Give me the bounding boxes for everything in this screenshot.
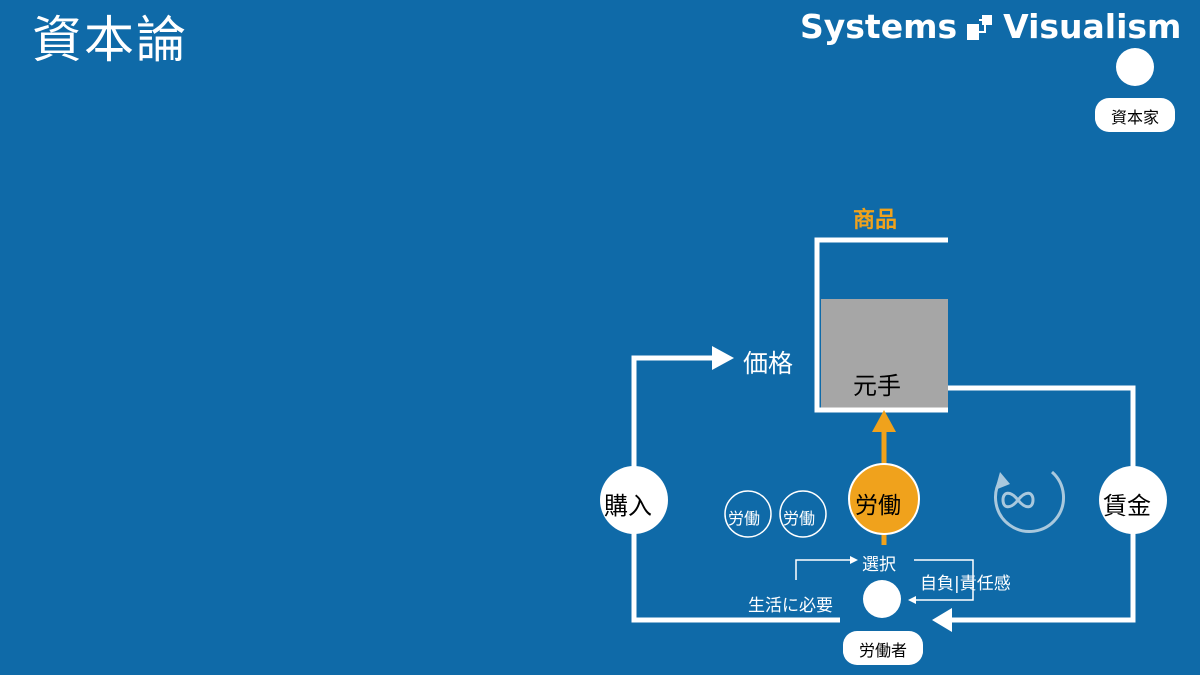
responsibility-label: 自負|責任感 <box>920 574 1011 594</box>
necessity-to-choice-arrowhead <box>850 556 858 564</box>
stock-fill <box>821 299 948 410</box>
labor-inflow-arrowhead <box>872 410 896 432</box>
capitalist-label: 資本家 <box>1095 104 1175 128</box>
wage-node <box>1099 466 1167 534</box>
system-blocks-icon <box>965 11 995 41</box>
price-label: 価格 <box>743 349 794 378</box>
necessity-to-choice-line <box>795 559 852 580</box>
choice-to-responsibility-line <box>914 559 974 601</box>
slide-title: 資本論 <box>32 11 188 69</box>
wage-flow-arrowhead <box>932 608 952 632</box>
worker-label: 労働者 <box>843 637 923 661</box>
labor-small-node-2 <box>779 490 827 538</box>
stock-label: 元手 <box>853 372 901 400</box>
choice-label: 選択 <box>862 555 896 575</box>
necessity-label: 生活に必要 <box>748 596 833 616</box>
labor-small-node-1 <box>724 490 772 538</box>
purchase-node <box>600 466 668 534</box>
stock-container <box>814 237 948 413</box>
responsibility-to-worker-arrowhead <box>908 596 916 604</box>
labor-small-label-1: 労働 <box>728 509 761 528</box>
purchase-flow-arrowhead <box>712 346 734 370</box>
infinity-loop-icon <box>994 470 1066 534</box>
brand-word-visualism: Visualism <box>1003 6 1182 46</box>
labor-small-label-2: 労働 <box>783 509 816 528</box>
labor-main-node <box>848 463 920 535</box>
purchase-label: 購入 <box>604 492 652 520</box>
wage-label: 賃金 <box>1103 492 1151 520</box>
commodity-label: 商品 <box>853 208 898 233</box>
brand-word-systems: Systems <box>800 6 958 46</box>
brand-logo: Systems Visualism <box>800 6 1181 46</box>
labor-main-label: 労働 <box>855 493 901 519</box>
